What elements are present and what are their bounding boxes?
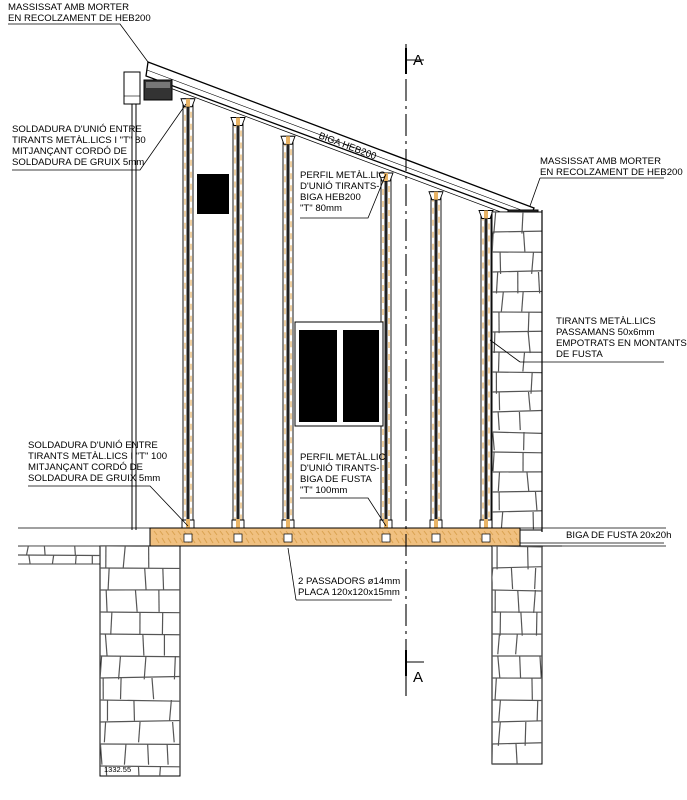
note-profile-heb200: PERFIL METÀL.LIC D'UNIÓ TIRANTS- BIGA HE… bbox=[300, 170, 385, 214]
posts-group bbox=[180, 98, 494, 529]
note-line: SOLDADURA D'UNIÓ ENTRE bbox=[12, 124, 142, 135]
section-mark-bottom: A bbox=[413, 669, 423, 686]
drawing-svg: A A BIGA HEB200 1332.55 bbox=[8, 23, 666, 777]
note-tie-rods: TIRANTS METÀL.LICS PASSAMANS 50x6mm EMPO… bbox=[556, 316, 687, 360]
note-line: BIGA DE FUSTA bbox=[300, 474, 372, 485]
note-line: "T" 100mm bbox=[300, 485, 348, 496]
note-weld-t100: SOLDADURA D'UNIÓ ENTRE TIRANTS METÀL.LIC… bbox=[28, 440, 167, 484]
note-line: TIRANTS METÀL.LICS I "T" 100 bbox=[28, 451, 168, 462]
mortar-block-left bbox=[143, 79, 173, 101]
note-line: BIGA DE FUSTA 20x20h bbox=[566, 530, 672, 541]
note-line: EMPOTRATS EN MONTANTS bbox=[556, 338, 687, 349]
note-line: MASSISSAT AMB MORTER bbox=[540, 156, 662, 167]
note-line: 2 PASSADORS ø14mm bbox=[298, 576, 401, 587]
note-line: EN RECOLZAMENT DE HEB200 bbox=[8, 13, 151, 24]
note-line: MITJANÇANT CORDÓ DE bbox=[28, 462, 143, 473]
note-line: MITJANÇANT CORDÓ DE bbox=[12, 146, 127, 157]
note-line: MASSISSAT AMB MORTER bbox=[8, 2, 130, 13]
note-line: TIRANTS METÀL.LICS bbox=[556, 316, 656, 327]
left-ledge-stone bbox=[18, 546, 100, 564]
left-lower-stone-wall bbox=[99, 545, 181, 777]
note-profile-timber: PERFIL METÀL.LIC D'UNIÓ TIRANTS- BIGA DE… bbox=[300, 452, 385, 496]
note-line: PERFIL METÀL.LIC bbox=[300, 170, 386, 181]
note-line: PLACA 120x120x15mm bbox=[298, 587, 400, 598]
roof-heb200-beam bbox=[145, 61, 535, 221]
note-mortar-right: MASSISSAT AMB MORTER EN RECOLZAMENT DE H… bbox=[540, 156, 683, 178]
note-line: D'UNIÓ TIRANTS- bbox=[300, 463, 380, 474]
leader-lines bbox=[8, 23, 664, 601]
note-line: SOLDADURA D'UNIÓ ENTRE bbox=[28, 440, 158, 451]
note-timber-beam: BIGA DE FUSTA 20x20h bbox=[566, 530, 671, 541]
note-line: PERFIL METÀL.LIC bbox=[300, 452, 386, 463]
drawing-reference: 1332.55 bbox=[104, 765, 131, 774]
downpipe bbox=[123, 71, 141, 530]
window-openings bbox=[197, 174, 384, 427]
timber-post bbox=[280, 135, 296, 529]
note-line: TIRANTS METÀL.LICS I "T" 80 bbox=[12, 135, 146, 146]
section-line-a: A A bbox=[405, 44, 424, 700]
timber-post bbox=[428, 191, 444, 529]
timber-post bbox=[478, 210, 494, 529]
timber-post bbox=[180, 98, 196, 529]
note-line: D'UNIÓ TIRANTS- bbox=[300, 181, 380, 192]
note-line: "T" 80mm bbox=[300, 203, 342, 214]
timber-beam-20x20 bbox=[149, 527, 521, 547]
timber-post bbox=[230, 117, 246, 529]
note-line: BIGA HEB200 bbox=[300, 192, 361, 203]
note-line: SOLDADURA DE GRUIX 5mm bbox=[12, 157, 145, 168]
note-line: PASSAMANS 50x6mm bbox=[556, 327, 655, 338]
right-lower-stone-wall bbox=[491, 545, 543, 765]
note-weld-t80: SOLDADURA D'UNIÓ ENTRE TIRANTS METÀL.LIC… bbox=[12, 124, 146, 168]
note-line: EN RECOLZAMENT DE HEB200 bbox=[540, 167, 683, 178]
note-mortar-top-left: MASSISSAT AMB MORTER EN RECOLZAMENT DE H… bbox=[8, 2, 151, 24]
right-upper-stone-wall bbox=[491, 210, 543, 532]
note-pins-plate: 2 PASSADORS ø14mm PLACA 120x120x15mm bbox=[298, 576, 400, 598]
note-line: SOLDADURA DE GRUIX 5mm bbox=[28, 473, 161, 484]
section-mark-top: A bbox=[413, 52, 423, 69]
note-line: DE FUSTA bbox=[556, 349, 603, 360]
section-drawing: A A BIGA HEB200 1332.55 MASSISSAT AMB MO… bbox=[8, 2, 687, 777]
